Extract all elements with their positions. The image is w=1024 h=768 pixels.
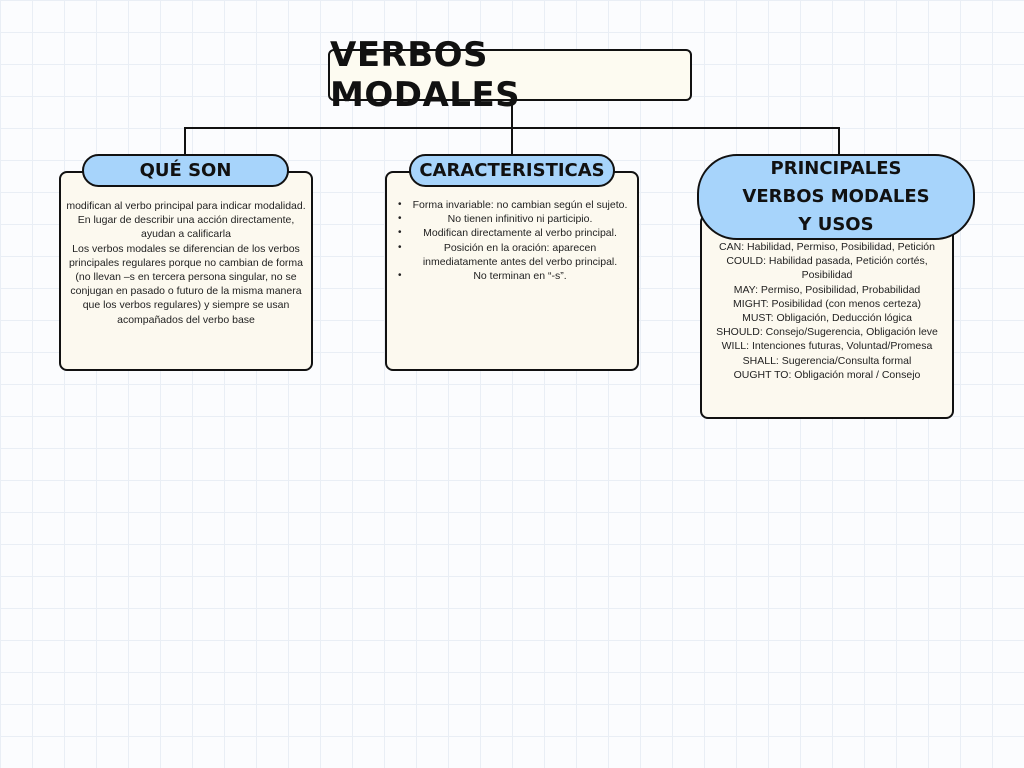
modal-verb-item: SHOULD: Consejo/Sugerencia, Obligación l… [716, 326, 938, 339]
list-item: • No tienen infinitivo ni participio. [392, 212, 628, 226]
bullet-icon: • [398, 227, 402, 239]
que-son-card [59, 171, 313, 371]
principales-heading-line: VERBOS MODALES [742, 186, 930, 207]
principales-heading-line: PRINCIPALES [770, 158, 902, 179]
que-son-heading: QUÉ SON [82, 154, 289, 187]
list-item-text: No terminan en “-s”. [473, 270, 567, 283]
list-item: • Posición en la oración: aparecen inmed… [392, 241, 628, 269]
list-item: • Forma invariable: no cambian según el … [392, 198, 628, 212]
modal-verbs-list: CAN: Habilidad, Permiso, Posibilidad, Pe… [704, 240, 950, 382]
modal-verb-item: MAY: Permiso, Posibilidad, Probabilidad [733, 283, 921, 296]
modal-verb-item: SHALL: Sugerencia/Consulta formal [742, 354, 912, 367]
list-item: • Modifican directamente al verbo princi… [392, 226, 628, 240]
list-item: • No terminan en “-s”. [392, 269, 628, 283]
que-son-body: modifican al verbo principal para indica… [62, 199, 310, 327]
principales-card [700, 214, 954, 419]
list-item-text: Posición en la oración: aparecen inmedia… [422, 241, 618, 268]
list-item-text: Modifican directamente al verbo principa… [423, 227, 617, 240]
modal-verb-item: OUGHT TO: Obligación moral / Consejo [733, 368, 921, 381]
modal-verb-item: WILL: Intenciones futuras, Voluntad/Prom… [721, 340, 933, 353]
caracteristicas-list: • Forma invariable: no cambian según el … [392, 198, 628, 283]
bullet-icon: • [398, 199, 402, 210]
bullet-icon: • [398, 241, 402, 253]
bullet-icon: • [398, 213, 402, 225]
que-son-paragraph: modifican al verbo principal para indica… [66, 200, 306, 241]
principales-heading-line: Y USOS [798, 214, 874, 235]
list-item-text: No tienen infinitivo ni participio. [447, 213, 593, 226]
caracteristicas-heading: CARACTERISTICAS [409, 154, 615, 187]
modal-verb-item: CAN: Habilidad, Permiso, Posibilidad, Pe… [719, 241, 935, 253]
modal-verb-item: COULD: Habilidad pasada, Petición cortés… [726, 255, 928, 282]
bullet-icon: • [398, 270, 402, 282]
modal-verb-item: MUST: Obligación, Deducción lógica [742, 312, 912, 325]
title-box: VERBOS MODALES [328, 35, 692, 115]
page-title: VERBOS MODALES [330, 35, 521, 115]
que-son-paragraph: Los verbos modales se diferencian de los… [68, 242, 304, 326]
modal-verb-item: MIGHT: Posibilidad (con menos certeza) [733, 297, 921, 310]
list-item-text: Forma invariable: no cambian según el su… [412, 199, 628, 211]
principales-heading: PRINCIPALES VERBOS MODALES Y USOS [697, 154, 975, 240]
